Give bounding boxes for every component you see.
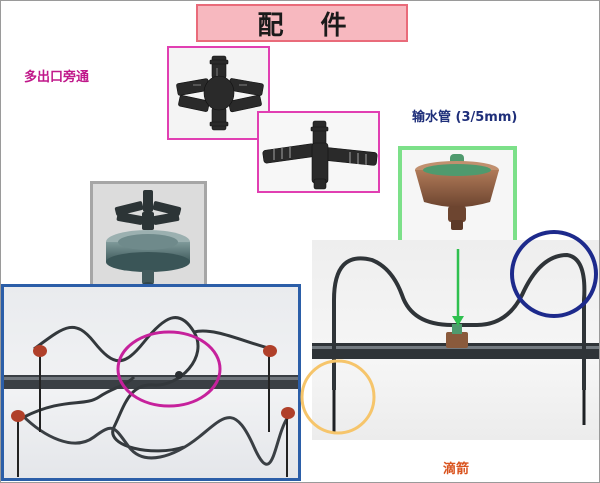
tube-label: 输水管 (3/5mm) [412,110,518,125]
multi-outlet-label: 多出口旁通 [24,70,90,85]
multi-outlet-connector-image [176,55,264,131]
dripper-stake-highlight-circle [300,359,376,435]
connector-highlight-circle [116,330,222,408]
title-box: 配 件 [196,4,408,42]
manifold-dripper-photo-box [90,181,207,299]
tee-connector-photo-box [257,111,380,193]
arch-tubing-photo [300,240,599,440]
dripper-label: 滴箭 [443,462,470,477]
multi-outlet-connector-photo-box [167,46,270,140]
stake-tubing-scene [4,316,298,477]
stake-tubing-photo [1,284,301,481]
slide-title: 配 件 [257,10,361,41]
dripper-image [415,154,499,230]
tee-connector-image [262,120,378,190]
tube-highlight-circle [510,230,598,318]
arrow-head-icon [452,316,464,326]
dripper-photo-box [398,146,517,245]
arch-tubing-scene [300,252,599,435]
manifold-dripper-image [106,190,190,288]
